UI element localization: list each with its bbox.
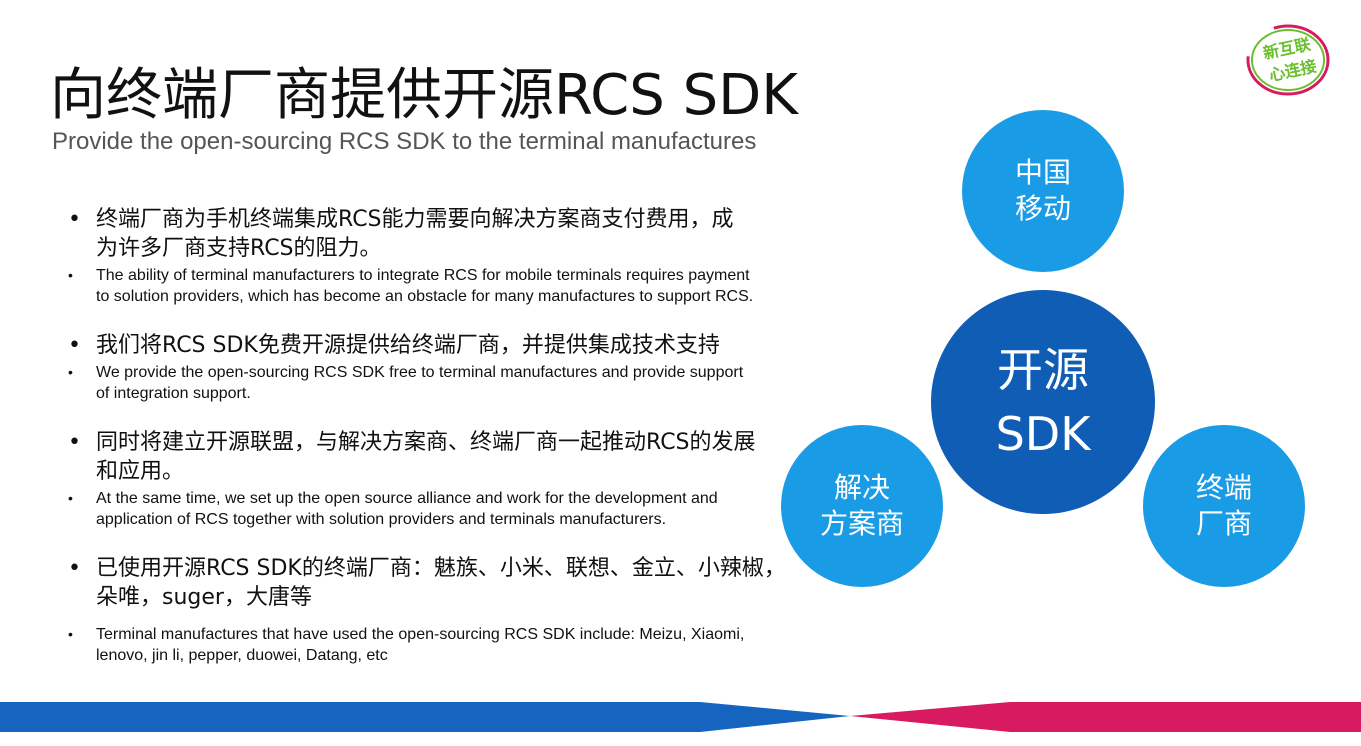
bullet-en-1: • The ability of terminal manufacturers … (68, 265, 756, 307)
bullet-dot: • (68, 267, 73, 283)
slide-subtitle: Provide the open-sourcing RCS SDK to the… (52, 128, 757, 155)
slide-title: 向终端厂商提供开源RCS SDK (50, 63, 798, 128)
bullet-en-text: Terminal manufactures that have used the… (96, 626, 745, 664)
circle-open-source-sdk: 开源 SDK (931, 290, 1155, 514)
bullet-en-text: At the same time, we set up the open sou… (96, 490, 718, 528)
bullet-zh-3: • 同时将建立开源联盟，与解决方案商、终端厂商一起推动RCS的发展和应用。 (68, 428, 776, 486)
bullet-zh-1: • 终端厂商为手机终端集成RCS能力需要向解决方案商支付费用，成为许多厂商支持R… (68, 205, 736, 263)
circle-terminal-manufacturers: 终端 厂商 (1143, 425, 1305, 587)
bullet-dot: • (68, 207, 81, 232)
bullet-zh-2: • 我们将RCS SDK免费开源提供给终端厂商，并提供集成技术支持 (68, 331, 786, 360)
bullet-dot: • (68, 430, 81, 455)
bullet-en-3: • At the same time, we set up the open s… (68, 488, 756, 530)
bullet-dot: • (68, 556, 81, 581)
brand-logo: 新互联 心连接 (1246, 24, 1330, 96)
bullet-zh-text: 已使用开源RCS SDK的终端厂商：魅族、小米、联想、金立、小辣椒，朵唯，sug… (96, 556, 786, 610)
bullet-dot: • (68, 333, 81, 358)
footer-band (0, 702, 1361, 732)
bullet-en-2: • We provide the open-sourcing RCS SDK f… (68, 362, 756, 404)
footer-band-pink (850, 702, 1361, 732)
circle-label: 开源 SDK (995, 343, 1091, 461)
bullet-en-text: We provide the open-sourcing RCS SDK fre… (96, 364, 744, 402)
bullet-zh-text: 我们将RCS SDK免费开源提供给终端厂商，并提供集成技术支持 (96, 333, 720, 358)
bullet-dot: • (68, 364, 73, 380)
bullet-en-text: The ability of terminal manufacturers to… (96, 267, 754, 305)
bullet-list: • 终端厂商为手机终端集成RCS能力需要向解决方案商支付费用，成为许多厂商支持R… (68, 205, 786, 666)
circle-solution-providers: 解决 方案商 (781, 425, 943, 587)
bullet-zh-4: • 已使用开源RCS SDK的终端厂商：魅族、小米、联想、金立、小辣椒，朵唯，s… (68, 554, 786, 612)
circle-china-mobile: 中国 移动 (962, 110, 1124, 272)
circle-label: 终端 厂商 (1195, 471, 1252, 540)
bullet-zh-text: 同时将建立开源联盟，与解决方案商、终端厂商一起推动RCS的发展和应用。 (96, 430, 756, 484)
bullet-zh-text: 终端厂商为手机终端集成RCS能力需要向解决方案商支付费用，成为许多厂商支持RCS… (96, 207, 734, 261)
circle-label: 解决 方案商 (819, 471, 904, 540)
bullet-en-4: • Terminal manufactures that have used t… (68, 624, 756, 666)
circle-label: 中国 移动 (1014, 156, 1071, 225)
footer-band-blue (0, 702, 850, 732)
bullet-dot: • (68, 490, 73, 506)
bullet-dot: • (68, 626, 73, 642)
